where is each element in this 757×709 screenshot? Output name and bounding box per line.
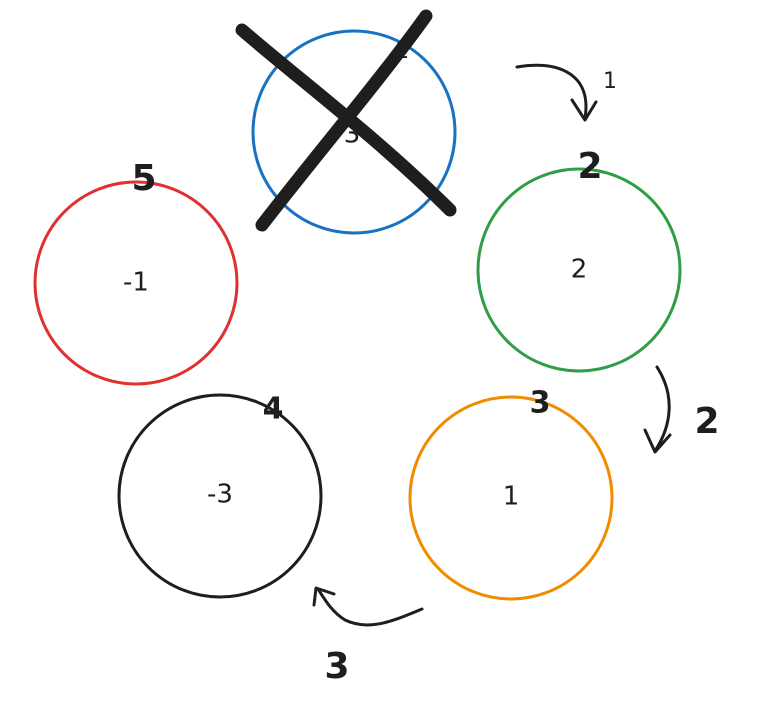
arrow-3-label: 3: [324, 646, 349, 687]
arrow-orange-to-black: 3: [312, 586, 424, 687]
cross-mark: [235, 9, 457, 232]
node-blue-circle: [251, 29, 457, 235]
node-orange: 1 3: [408, 386, 614, 601]
node-red-value: -1: [123, 268, 149, 298]
arrow-1-label: 1: [603, 69, 617, 94]
node-black: -3 4: [117, 392, 323, 599]
arrow-blue-to-green: 1: [515, 63, 617, 122]
node-black-value: -3: [207, 480, 233, 510]
node-red-circle: [33, 180, 239, 386]
node-green: 2 2: [476, 146, 682, 373]
node-red: -1 5: [33, 158, 239, 386]
node-orange-circle: [408, 395, 614, 601]
node-green-order: 2: [577, 146, 602, 187]
node-black-circle: [117, 393, 323, 599]
arrow-green-to-orange: 2: [643, 365, 720, 454]
node-black-order: 4: [263, 392, 284, 427]
node-red-order: 5: [131, 158, 156, 199]
node-green-value: 2: [571, 255, 588, 285]
node-orange-order: 3: [530, 386, 551, 421]
node-orange-value: 1: [503, 482, 520, 512]
arrow-2-label: 2: [694, 401, 719, 442]
node-green-circle: [476, 167, 682, 373]
